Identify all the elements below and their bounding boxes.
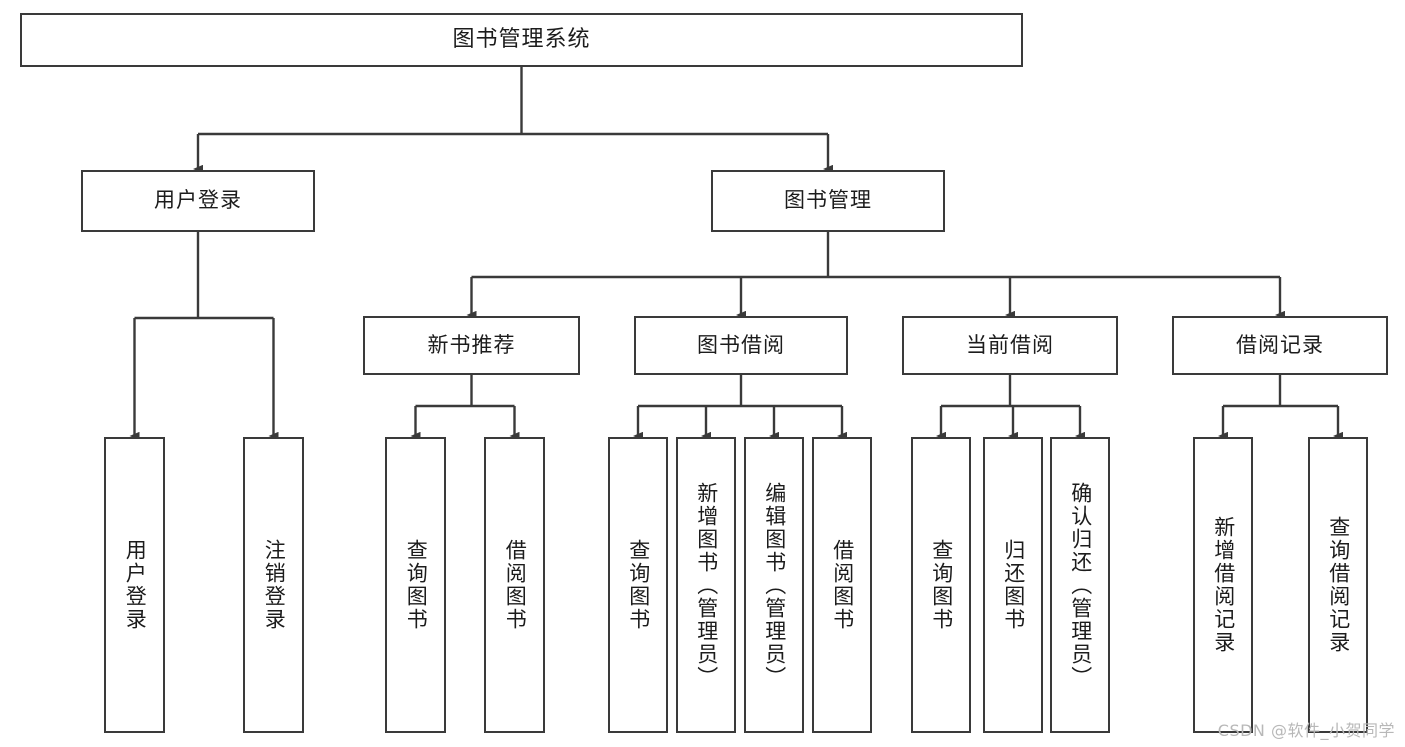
- node-leaf-confirm-return[interactable]: 确认归还（管理员）: [1050, 437, 1110, 733]
- node-label: 查询图书: [929, 539, 954, 631]
- node-label: 新增图书（管理员）: [694, 481, 719, 689]
- node-leaf-edit-book[interactable]: 编辑图书（管理员）: [744, 437, 804, 733]
- node-label: 图书管理: [784, 188, 872, 213]
- node-leaf-return-book[interactable]: 归还图书: [983, 437, 1043, 733]
- node-label: 查询图书: [626, 539, 651, 631]
- node-label: 借阅图书: [503, 539, 528, 631]
- node-book-manage[interactable]: 图书管理: [711, 170, 945, 232]
- node-label: 用户登录: [154, 188, 242, 213]
- node-label: 图书借阅: [697, 332, 785, 357]
- node-leaf-add-record[interactable]: 新增借阅记录: [1193, 437, 1253, 733]
- node-label: 新增借阅记录: [1211, 516, 1236, 654]
- node-leaf-query-book-1[interactable]: 查询图书: [385, 437, 446, 733]
- node-leaf-borrow-book-1[interactable]: 借阅图书: [484, 437, 545, 733]
- node-leaf-logout[interactable]: 注销登录: [243, 437, 304, 733]
- node-label: 注销登录: [262, 539, 287, 631]
- node-leaf-query-book-3[interactable]: 查询图书: [911, 437, 971, 733]
- node-label: 新书推荐: [427, 332, 516, 357]
- node-label: 归还图书: [1001, 539, 1026, 631]
- node-label: 借阅记录: [1236, 332, 1324, 357]
- node-label: 图书管理系统: [452, 26, 591, 52]
- node-leaf-add-book[interactable]: 新增图书（管理员）: [676, 437, 736, 733]
- node-leaf-query-book-2[interactable]: 查询图书: [608, 437, 668, 733]
- node-leaf-query-record[interactable]: 查询借阅记录: [1308, 437, 1368, 733]
- node-root[interactable]: 图书管理系统: [20, 13, 1023, 67]
- node-label: 当前借阅: [966, 332, 1054, 357]
- edge-paths: [129, 67, 1343, 441]
- node-leaf-user-login[interactable]: 用户登录: [104, 437, 165, 733]
- node-user-login[interactable]: 用户登录: [81, 170, 315, 232]
- node-new-book-rec[interactable]: 新书推荐: [363, 316, 580, 375]
- node-label: 借阅图书: [830, 539, 855, 631]
- node-leaf-borrow-book-2[interactable]: 借阅图书: [812, 437, 872, 733]
- node-label: 用户登录: [123, 539, 148, 631]
- node-current-borrow[interactable]: 当前借阅: [902, 316, 1118, 375]
- node-label: 查询图书: [404, 539, 429, 631]
- node-book-borrow[interactable]: 图书借阅: [634, 316, 848, 375]
- node-label: 确认归还（管理员）: [1068, 481, 1093, 689]
- node-label: 查询借阅记录: [1326, 516, 1351, 654]
- node-borrow-record[interactable]: 借阅记录: [1172, 316, 1388, 375]
- node-label: 编辑图书（管理员）: [762, 481, 787, 689]
